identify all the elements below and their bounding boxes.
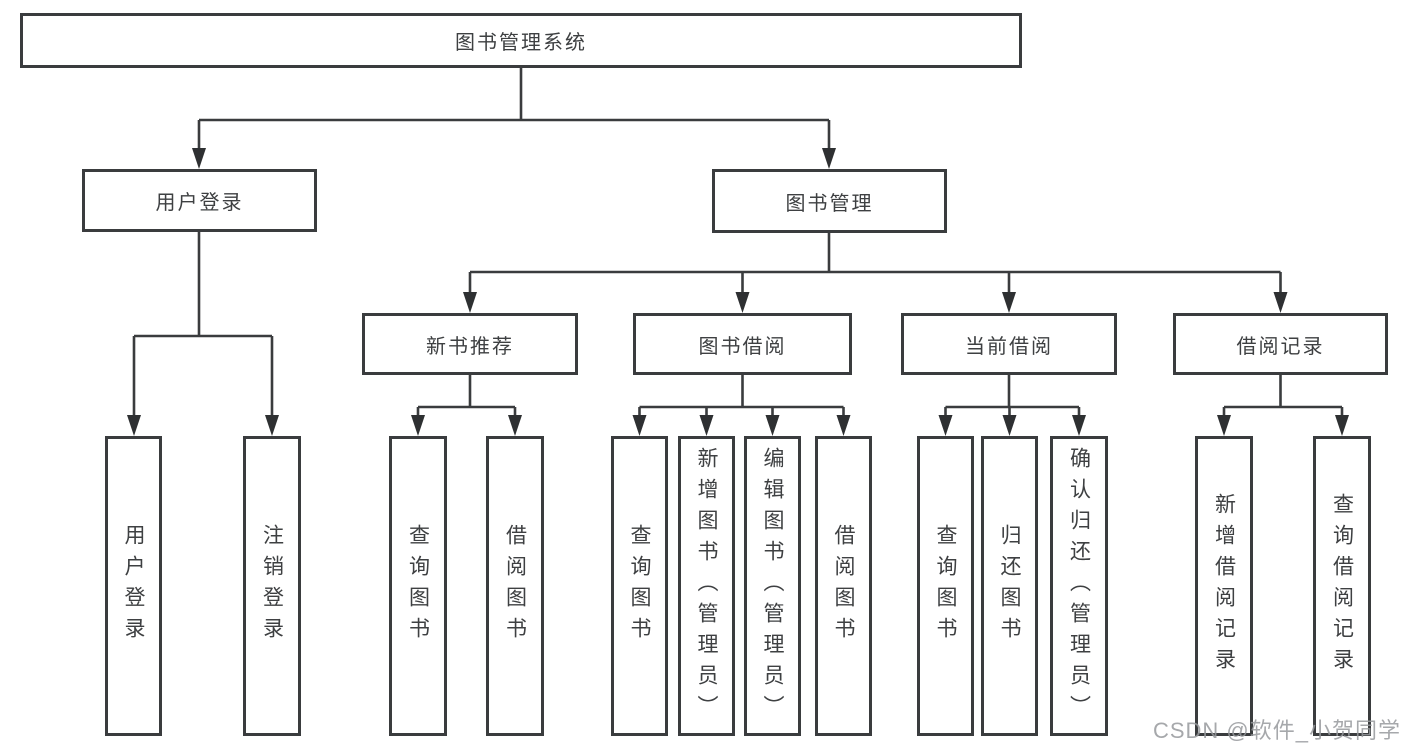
node-library-management-system: 图书管理系统 [20,13,1022,68]
leaf-borrow-books-recommend: 借阅图书 [486,436,544,736]
leaf-query-books-current: 查询图书 [917,436,974,736]
node-book-borrow: 图书借阅 [633,313,852,375]
leaf-user-login: 用户登录 [105,436,162,736]
leaf-logout: 注销登录 [243,436,301,736]
leaf-borrow-books: 借阅图书 [815,436,872,736]
leaf-query-borrow-record: 查询借阅记录 [1313,436,1371,736]
leaf-return-books: 归还图书 [981,436,1038,736]
node-current-borrow: 当前借阅 [901,313,1117,375]
node-new-book-recommend: 新书推荐 [362,313,578,375]
leaf-query-books-recommend: 查询图书 [389,436,447,736]
leaf-confirm-return-admin: 确认归还（管理员） [1050,436,1108,736]
leaf-query-books-borrow: 查询图书 [611,436,668,736]
leaf-add-books-admin: 新增图书（管理员） [678,436,735,736]
node-user-login: 用户登录 [82,169,317,232]
leaf-add-borrow-record: 新增借阅记录 [1195,436,1253,736]
leaf-edit-books-admin: 编辑图书（管理员） [744,436,801,736]
node-borrow-record: 借阅记录 [1173,313,1388,375]
node-book-management: 图书管理 [712,169,947,233]
